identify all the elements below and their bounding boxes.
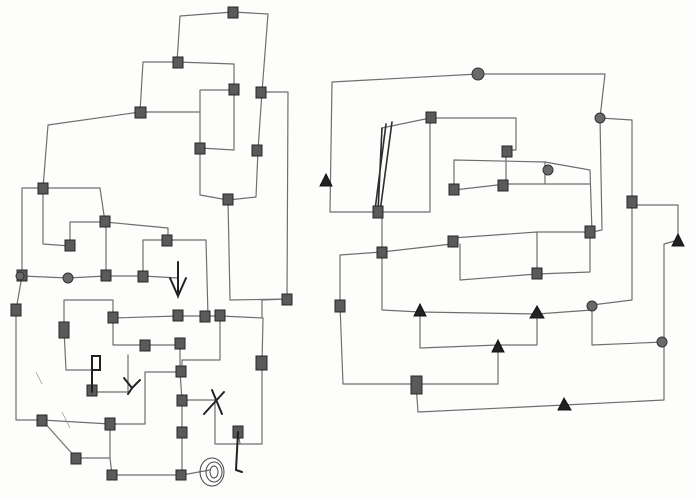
node-triangle [529,305,545,319]
node-square [36,414,48,427]
node-square [194,142,206,155]
node-square [372,205,384,219]
node-square [531,267,543,280]
node-square [251,144,263,157]
node-round [15,271,25,281]
node-square [222,193,234,206]
node-square [174,337,186,350]
node-square [37,182,49,195]
node-square [161,234,173,247]
node-square [99,215,111,228]
node-square [255,355,268,371]
scribble-spiral [205,461,223,483]
node-square [228,83,240,96]
node-square [199,310,211,323]
right-maze-wire [329,73,679,413]
node-triangle [557,396,572,411]
node-square [107,311,119,324]
node-square [410,375,423,395]
node-triangle [491,338,505,353]
right-maze [319,67,685,413]
node-square [334,299,346,313]
node-round [542,164,554,176]
node-triangle [319,172,333,187]
node-square [139,339,151,352]
mark-v [169,261,187,299]
node-square [100,269,112,282]
node-square [137,270,149,283]
node-round [586,300,598,312]
node-round [594,112,606,124]
node-square [501,145,513,158]
left-maze-wire [15,11,289,476]
node-square [172,56,184,69]
node-square [176,426,188,439]
node-square [584,225,596,239]
node-square [447,235,459,248]
node-square [64,239,76,252]
node-round [471,67,485,81]
node-square [104,417,116,431]
node-square [497,179,509,192]
node-square [425,111,437,124]
node-square [227,6,239,19]
node-square [255,86,267,99]
node-round [656,336,668,348]
node-square [106,469,118,481]
node-triangle [413,302,427,317]
mark-arrow [123,377,141,395]
shaded-lines [374,121,393,213]
mark-tail [234,431,243,473]
node-square [175,365,187,378]
node-square [10,303,22,317]
node-square [448,183,460,196]
node-square [175,469,187,481]
scribble-spiral [209,465,219,479]
mark-x [203,389,225,415]
node-square [626,195,638,209]
mark-flag [91,355,101,393]
left-maze [10,6,293,487]
node-square [176,394,188,407]
node-round [62,272,74,284]
node-square [58,321,70,339]
node-square [376,246,388,259]
node-square [281,293,293,306]
faint-mark [35,371,71,429]
node-triangle [671,232,685,247]
node-square [70,452,82,465]
node-square [214,309,226,322]
node-square [172,309,184,322]
node-square [134,106,147,119]
scribble-spiral [199,457,225,487]
